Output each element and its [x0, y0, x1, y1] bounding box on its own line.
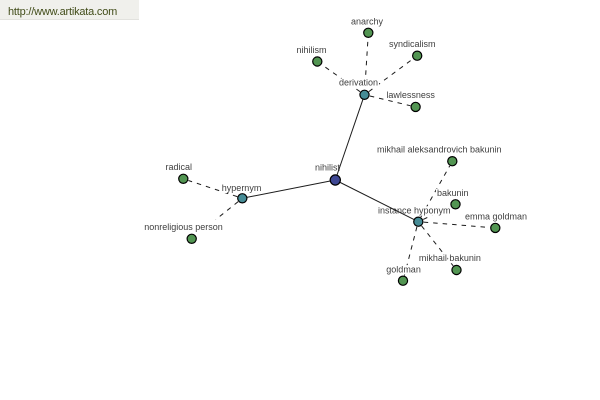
svg-text:hypernym: hypernym [222, 183, 262, 193]
svg-text:mikhail bakunin: mikhail bakunin [419, 253, 481, 263]
svg-text:goldman: goldman [386, 264, 421, 274]
svg-text:derivation: derivation [339, 78, 378, 88]
svg-text:nihilism: nihilism [297, 45, 327, 55]
svg-text:http://www.artikata.com: http://www.artikata.com [8, 6, 117, 18]
svg-text:emma goldman: emma goldman [465, 211, 527, 221]
svg-text:instance hyponym: instance hyponym [378, 206, 451, 216]
svg-text:bakunin: bakunin [437, 188, 469, 198]
svg-text:anarchy: anarchy [351, 16, 384, 26]
svg-text:syndicalism: syndicalism [389, 39, 436, 49]
svg-text:nonreligious person: nonreligious person [144, 222, 223, 232]
svg-text:lawlessness: lawlessness [386, 90, 435, 100]
svg-text:radical: radical [166, 162, 193, 172]
svg-text:nihilist: nihilist [315, 163, 341, 173]
svg-text:mikhail aleksandrovich bakunin: mikhail aleksandrovich bakunin [377, 145, 502, 155]
